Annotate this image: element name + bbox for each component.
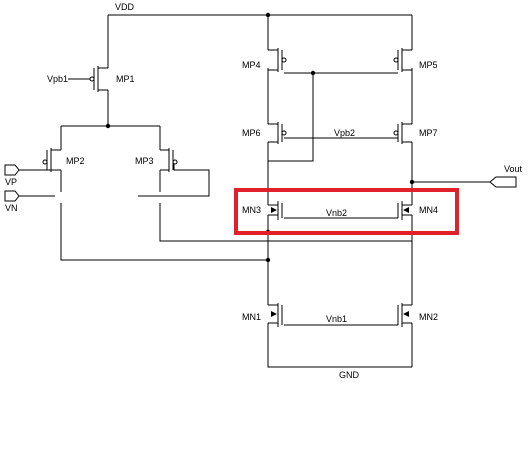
label-vout: Vout xyxy=(504,164,523,174)
label-mn2: MN2 xyxy=(419,312,438,322)
transistor-mp2 xyxy=(42,148,61,172)
label-vpb2: Vpb2 xyxy=(334,128,355,138)
label-gnd: GND xyxy=(339,370,360,380)
label-mn4: MN4 xyxy=(419,205,438,215)
transistor-mp3 xyxy=(160,148,178,172)
transistor-mp4 xyxy=(268,48,287,72)
label-vnb2: Vnb2 xyxy=(326,208,347,218)
transistor-mp6 xyxy=(268,122,287,144)
label-mp4: MP4 xyxy=(242,60,261,70)
transistor-mn4 xyxy=(397,201,412,220)
vn-pin xyxy=(4,190,20,202)
label-vnb1: Vnb1 xyxy=(326,314,347,324)
label-mp2: MP2 xyxy=(66,156,85,166)
label-vp: VP xyxy=(5,177,17,187)
highlight-box xyxy=(234,188,459,235)
label-vdd: VDD xyxy=(115,2,135,12)
vp-pin xyxy=(4,164,20,176)
label-mn1: MN1 xyxy=(242,312,261,322)
label-mp1: MP1 xyxy=(116,74,135,84)
label-vn: VN xyxy=(5,203,18,213)
label-mp7: MP7 xyxy=(419,128,438,138)
vout-pin xyxy=(489,176,517,188)
label-mp3: MP3 xyxy=(135,156,154,166)
label-mn3: MN3 xyxy=(242,205,261,215)
transistor-mn2 xyxy=(397,303,412,327)
transistor-mn1 xyxy=(268,303,283,327)
transistor-mn3 xyxy=(268,201,283,220)
junction-dot xyxy=(265,257,271,263)
transistor-mp5 xyxy=(393,48,412,72)
transistor-mp7 xyxy=(393,122,412,144)
transistor-mp1 xyxy=(68,66,108,92)
label-mp6: MP6 xyxy=(242,128,261,138)
label-mp5: MP5 xyxy=(419,60,438,70)
label-vpb1: Vpb1 xyxy=(47,74,68,84)
